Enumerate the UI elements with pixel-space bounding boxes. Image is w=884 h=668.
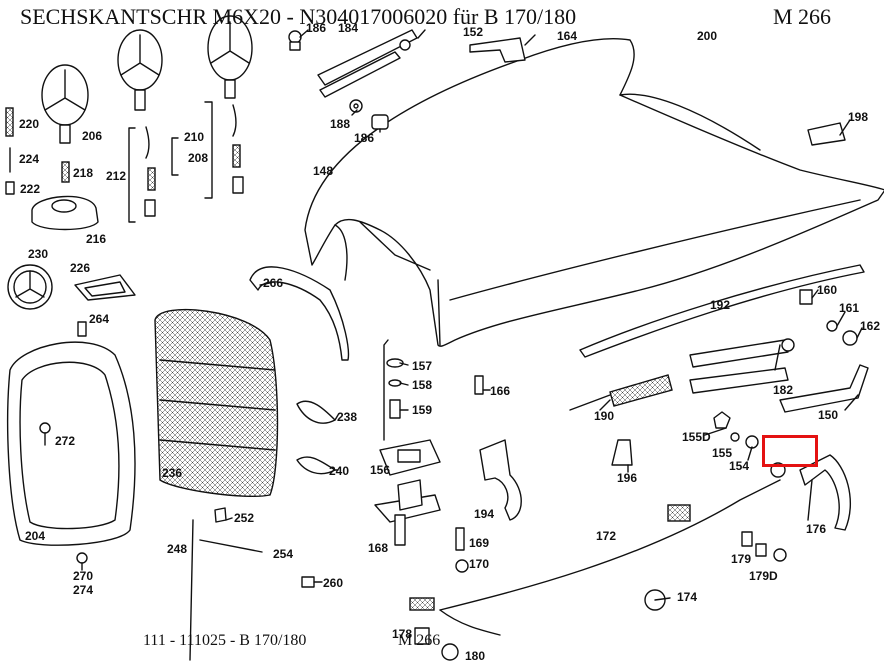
label-212[interactable]: 212 [106,169,127,183]
label-170[interactable]: 170 [469,557,490,571]
label-208[interactable]: 208 [188,151,209,165]
label-266[interactable]: 266 [263,276,284,290]
star-emblem-208 [207,15,253,99]
label-204[interactable]: 204 [25,529,46,543]
release-cable [439,479,781,611]
label-206[interactable]: 206 [82,129,103,143]
label-180[interactable]: 180 [465,649,486,663]
label-272[interactable]: 272 [55,434,76,448]
label-156[interactable]: 156 [370,463,391,477]
trim-strip [579,264,865,358]
gasket [74,274,136,301]
label-200[interactable]: 200 [697,29,718,43]
label-248[interactable]: 248 [167,542,188,556]
bracket-152 [469,37,526,63]
diagram-code: M 266 [773,4,832,29]
label-210[interactable]: 210 [184,130,205,144]
label-188[interactable]: 188 [330,117,351,131]
plate-156 [379,439,441,476]
label-174[interactable]: 174 [677,590,698,604]
label-157[interactable]: 157 [412,359,433,373]
label-148[interactable]: 148 [313,164,334,178]
label-230[interactable]: 230 [28,247,49,261]
label-222[interactable]: 222 [20,182,41,196]
grille-frame [6,341,136,546]
label-169[interactable]: 169 [469,536,490,550]
label-226[interactable]: 226 [70,261,91,275]
label-238[interactable]: 238 [337,410,358,424]
release-handle [799,454,852,531]
label-172[interactable]: 172 [596,529,617,543]
rod-248 [189,519,194,661]
bracket-266 [249,266,350,361]
label-155d[interactable]: 155D [682,430,711,444]
label-198[interactable]: 198 [848,110,869,124]
label-196[interactable]: 196 [617,471,638,485]
hinge-strap-top [317,29,418,86]
strip-254 [199,539,263,553]
label-186b[interactable]: 186 [354,131,375,145]
footer-reference: 111 - 111025 - B 170/180 [143,632,307,649]
label-194[interactable]: 194 [474,507,495,521]
label-159[interactable]: 159 [412,403,433,417]
hood-catch [479,439,522,521]
label-270[interactable]: 270 [73,569,94,583]
label-240[interactable]: 240 [329,464,350,478]
label-218[interactable]: 218 [73,166,94,180]
label-186[interactable]: 186 [306,21,327,35]
label-236[interactable]: 236 [162,466,183,480]
star-emblem-206 [41,64,89,144]
label-152[interactable]: 152 [463,25,484,39]
label-168[interactable]: 168 [368,541,389,555]
label-176[interactable]: 176 [806,522,827,536]
label-182[interactable]: 182 [773,383,794,397]
label-220[interactable]: 220 [19,117,40,131]
hood-panel [304,38,884,347]
label-216[interactable]: 216 [86,232,107,246]
highlight-box [762,435,818,467]
tension-spring [609,374,673,407]
label-190[interactable]: 190 [594,409,615,423]
star-emblem-210 [117,29,163,111]
label-158[interactable]: 158 [412,378,433,392]
label-162[interactable]: 162 [860,319,881,333]
label-150[interactable]: 150 [818,408,839,422]
label-166[interactable]: 166 [490,384,511,398]
label-184[interactable]: 184 [338,21,359,35]
label-254[interactable]: 254 [273,547,294,561]
radiator-grille [154,308,279,498]
page-title: SECHSKANTSCHR M6X20 - N304017006020 für … [20,4,577,29]
label-160[interactable]: 160 [817,283,838,297]
emblem-base [31,195,99,231]
footer-code: M 266 [398,632,441,649]
label-155[interactable]: 155 [712,446,733,460]
label-161[interactable]: 161 [839,301,860,315]
label-192[interactable]: 192 [710,298,731,312]
label-164[interactable]: 164 [557,29,578,43]
label-179[interactable]: 179 [731,552,752,566]
label-154[interactable]: 154 [729,459,750,473]
label-264[interactable]: 264 [89,312,110,326]
label-178[interactable]: 178 [392,627,413,641]
label-179d[interactable]: 179D [749,569,778,583]
label-252[interactable]: 252 [234,511,255,525]
label-260[interactable]: 260 [323,576,344,590]
label-274[interactable]: 274 [73,583,94,597]
label-224[interactable]: 224 [19,152,40,166]
